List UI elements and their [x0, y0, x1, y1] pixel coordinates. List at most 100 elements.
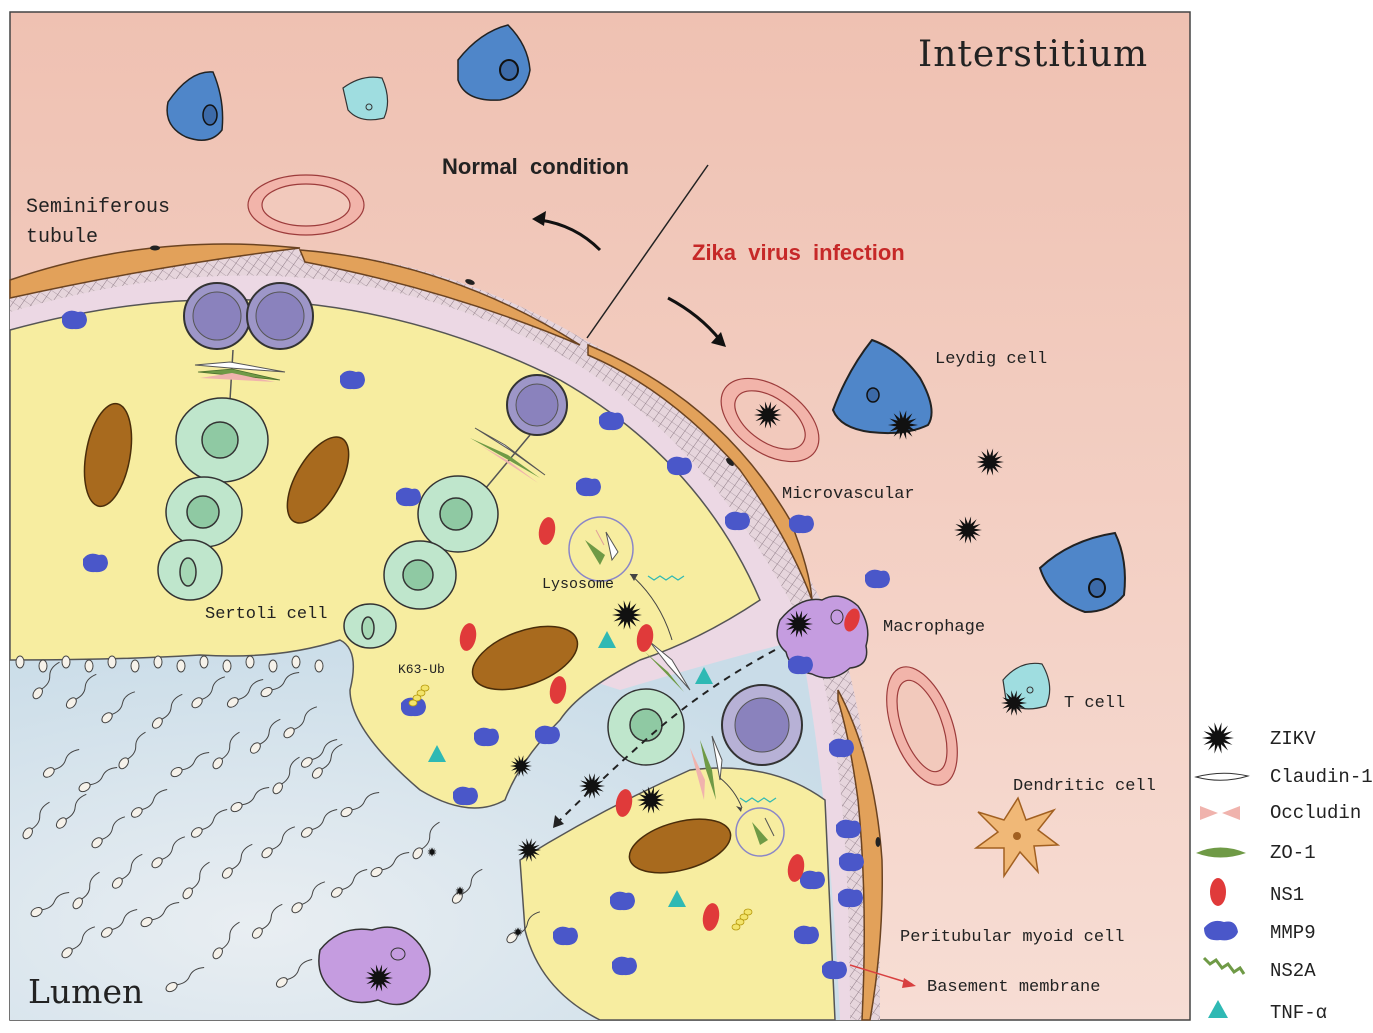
- zikv-particle: [954, 516, 982, 544]
- sperm-cell: [230, 786, 270, 813]
- sperm-cell: [191, 676, 226, 709]
- zikv-particle: [612, 600, 642, 630]
- sperm-cell: [55, 793, 87, 829]
- seminiferous-tubule-label-1: Seminiferous: [26, 196, 171, 219]
- k63-ub-link: [412, 694, 422, 702]
- legend-occludin-icon: [1200, 806, 1240, 820]
- zikv-particle: [455, 886, 465, 896]
- ns1-molecule: [615, 789, 633, 817]
- interstitium-label: Interstitium: [918, 34, 1149, 75]
- sperm-cell: [118, 731, 146, 770]
- k63-ub-link: [416, 689, 426, 697]
- mmp9-molecule: [788, 655, 813, 675]
- legend-claudin-icon: [1194, 772, 1250, 781]
- sperm-cell: [91, 816, 126, 849]
- legend: [1194, 722, 1250, 1018]
- mmp9-molecule: [62, 310, 87, 330]
- sperm-cell: [260, 671, 300, 698]
- ns1-molecule: [636, 624, 654, 652]
- k63-ub-link: [731, 923, 741, 931]
- sperm-head: [291, 655, 301, 669]
- tnf-molecules: [428, 631, 713, 907]
- germ-cell-column: [343, 434, 531, 649]
- legend-label-ns1: NS1: [1270, 884, 1305, 906]
- legend-label-claudin-1: Claudin-1: [1270, 766, 1373, 788]
- zikv-particle: [427, 847, 437, 857]
- mmp9-molecule: [553, 926, 578, 946]
- germ-cell-column: [157, 349, 269, 601]
- tight-junction: [194, 361, 286, 382]
- lumen-macrophage-cell: [318, 926, 431, 1006]
- sperm-head: [107, 655, 117, 669]
- sperm-head: [130, 659, 140, 673]
- mmp9-molecule: [612, 956, 637, 976]
- sertoli-nucleus: [286, 436, 350, 524]
- peritubular-myoid-cell: [298, 249, 581, 346]
- sperm-head: [153, 655, 163, 669]
- sperm-cell: [22, 801, 50, 840]
- legend-ns2a-icon: [1202, 956, 1246, 975]
- sperm-cell: [100, 909, 138, 938]
- mmp9-molecule: [800, 870, 825, 890]
- mmp9-molecule: [340, 370, 365, 390]
- dendritic-cell: [973, 796, 1061, 879]
- k63-ub-label: K63-Ub: [398, 662, 445, 677]
- sperm-cell: [330, 869, 368, 898]
- mmp9-molecule: [576, 477, 601, 497]
- mmp9-molecule: [535, 725, 560, 745]
- tnf-molecule: [695, 667, 713, 684]
- sperm-cell: [32, 661, 60, 700]
- sperm-head: [38, 659, 48, 673]
- sperm-cell: [42, 749, 80, 778]
- mmp9-molecule: [83, 553, 108, 573]
- mmp9-molecule: [610, 891, 635, 911]
- sperm-cell: [251, 903, 283, 939]
- sperm-cell: [65, 673, 97, 709]
- sperm-head: [15, 655, 25, 669]
- sperm-cell: [130, 789, 168, 818]
- seminiferous-tubule-label-2: tubule: [26, 226, 99, 249]
- ns1-molecule: [702, 903, 720, 931]
- ns2a-molecule: [647, 575, 685, 581]
- microvessel: [886, 666, 958, 786]
- zikv-particle: [579, 773, 605, 799]
- sperm-cell: [272, 756, 300, 795]
- zikv-particles: [365, 401, 1027, 992]
- divider-line: [586, 164, 709, 339]
- legend-label-mmp9: MMP9: [1270, 922, 1316, 944]
- sperm-head: [176, 659, 186, 673]
- dendritic-cell-label: Dendritic cell: [1013, 777, 1156, 796]
- legend-zo1-icon: [1196, 847, 1246, 858]
- sperm-head: [314, 659, 324, 673]
- zikv-particle: [365, 964, 393, 992]
- ns2a-molecules: [408, 575, 777, 931]
- normal-condition-label: Normal condition: [442, 154, 629, 179]
- sperm-cell: [78, 766, 118, 793]
- ns2a-molecule: [739, 797, 777, 803]
- mmp9-molecule: [794, 925, 819, 945]
- basement-membrane-label: Basement membrane: [927, 978, 1101, 997]
- k63-ub-link: [735, 918, 745, 926]
- tight-junction: [690, 735, 723, 800]
- tnf-molecule: [428, 745, 446, 762]
- sperm-head: [245, 655, 255, 669]
- lumen-label: Lumen: [28, 972, 144, 1011]
- sperm-head: [199, 655, 209, 669]
- mmp9-molecule: [838, 888, 863, 908]
- mmp9-molecule: [396, 487, 421, 507]
- legend-zikv-icon: [1202, 722, 1234, 754]
- legend-tnf-icon: [1208, 1000, 1228, 1018]
- mmp9-molecule: [836, 819, 861, 839]
- ns1-molecule: [538, 517, 556, 545]
- sperm-cell: [221, 843, 253, 879]
- normal-arrow: [539, 218, 602, 252]
- sperm-cell: [311, 743, 343, 779]
- sperm-cell: [72, 871, 100, 910]
- sperm-cell: [165, 966, 205, 993]
- leydig-cell: [166, 71, 224, 141]
- t-cell: [342, 76, 389, 121]
- sperm-cell: [140, 901, 180, 928]
- legend-ns1-icon: [1210, 878, 1226, 906]
- zikv-particle: [510, 755, 532, 777]
